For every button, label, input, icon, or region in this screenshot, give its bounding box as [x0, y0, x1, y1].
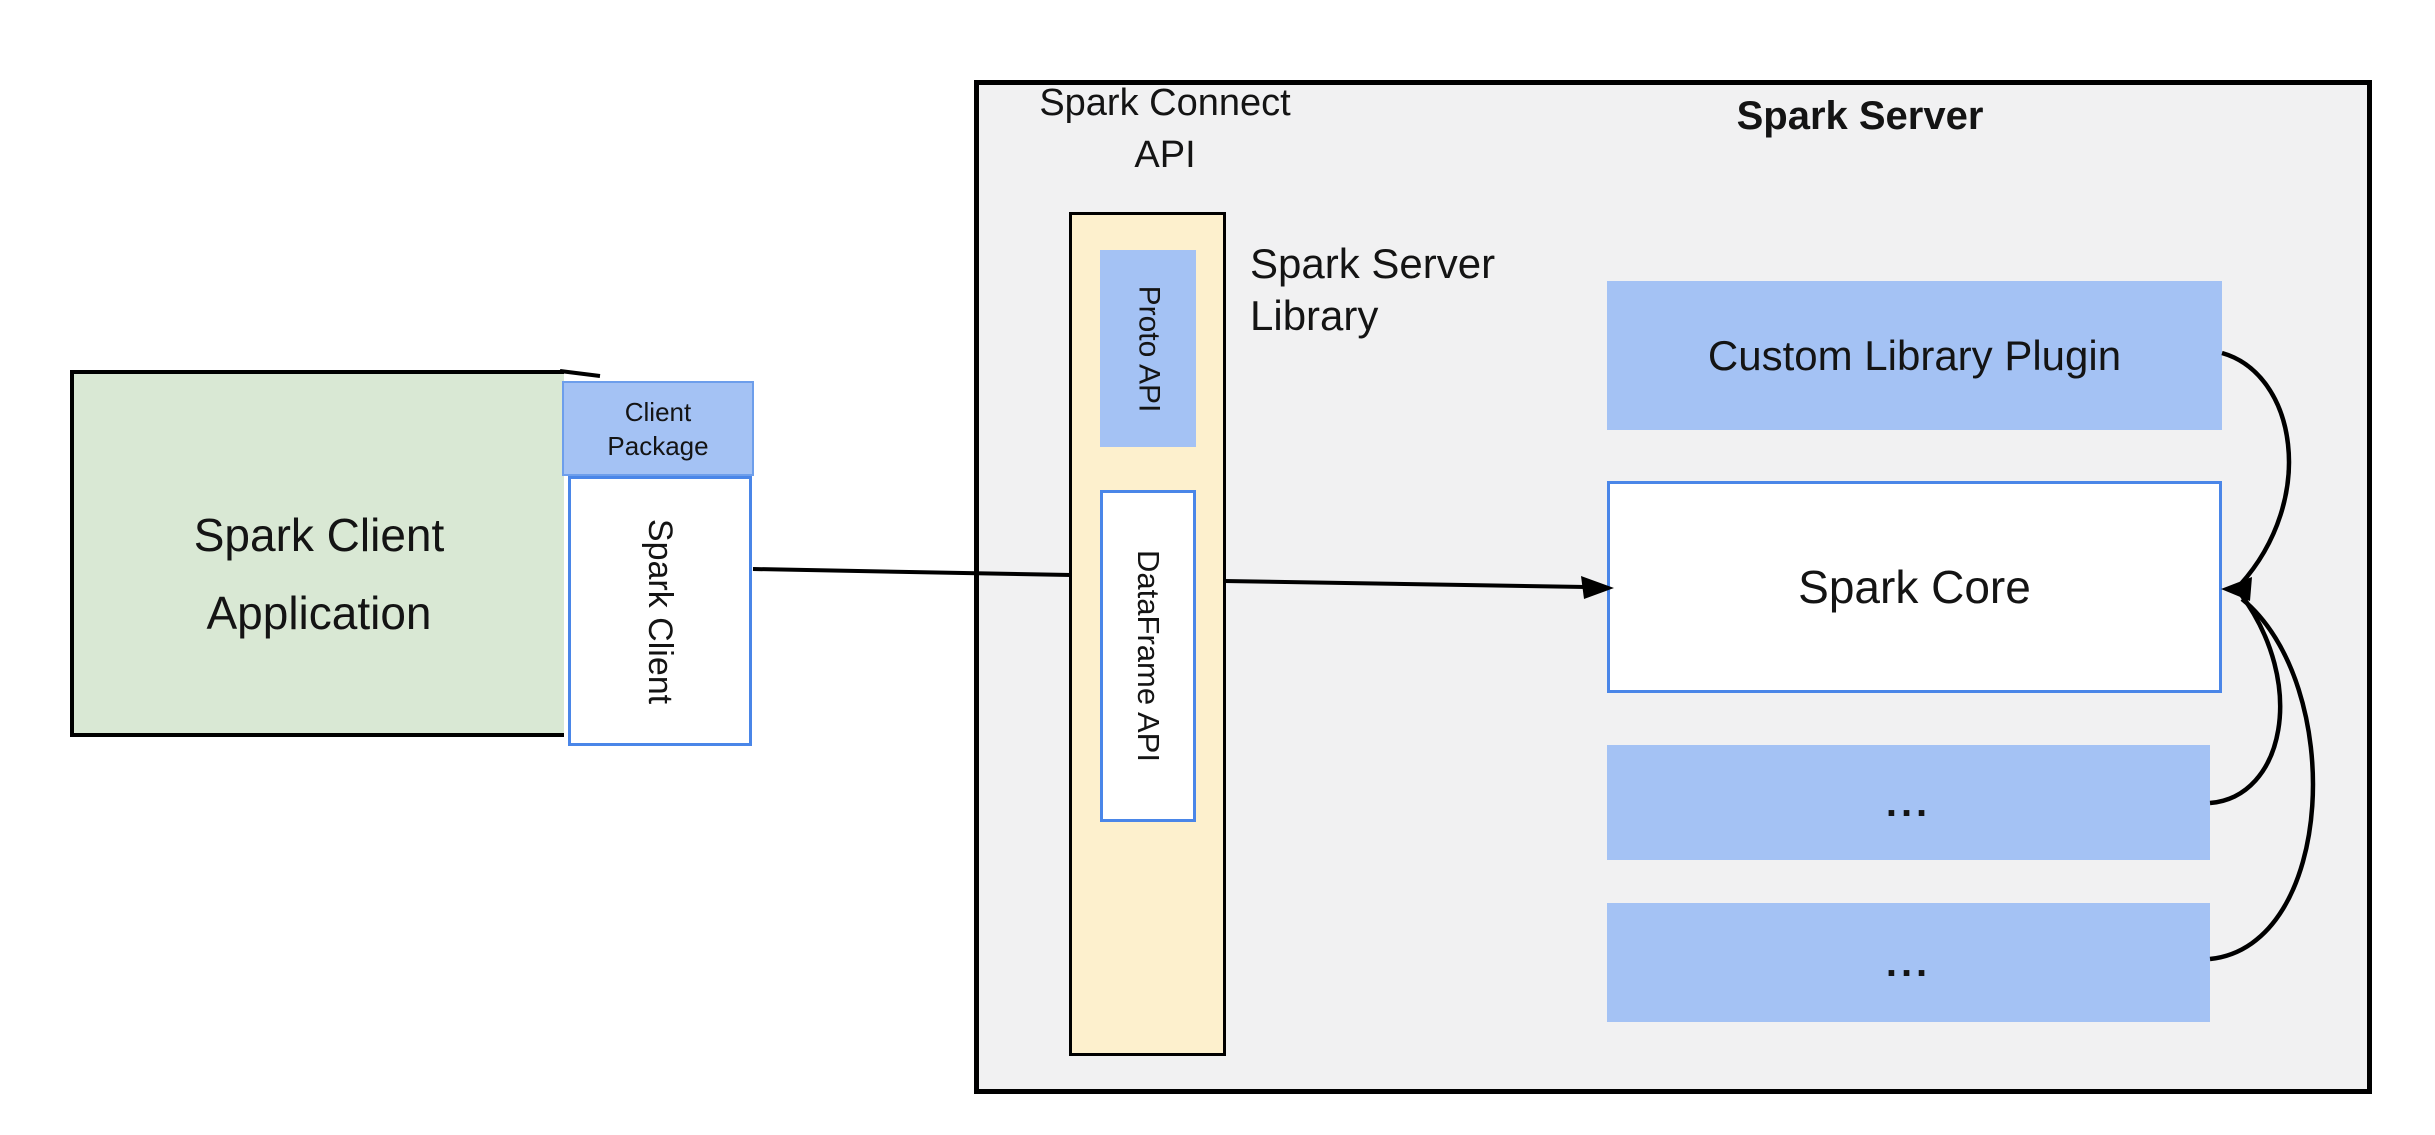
spark-core-box: Spark Core [1607, 481, 2222, 693]
plugin-slot-box-2: ... [1607, 903, 2210, 1022]
spark-client-label: Spark Client [641, 518, 680, 704]
proto-api-box: Proto API [1100, 250, 1196, 447]
spark-server-title: Spark Server [1736, 94, 1984, 138]
dataframe-api-box: DataFrame API [1100, 490, 1196, 822]
spark-client-app-box: Spark Client Application [70, 370, 564, 737]
spark-connect-api-title: Spark Connect API [1039, 82, 1291, 176]
spark-server-library-label: Spark Server Library [1250, 240, 1496, 339]
custom-library-plugin-box: Custom Library Plugin [1607, 281, 2222, 430]
client-package-box: Client Package [562, 381, 754, 476]
spark-client-box: Spark Client [568, 476, 752, 746]
green-border-overhang-line [559, 369, 601, 378]
dataframe-api-label: DataFrame API [1131, 550, 1167, 762]
plugin-slot-box-1: ... [1607, 745, 2210, 860]
proto-api-label: Proto API [1132, 285, 1165, 412]
